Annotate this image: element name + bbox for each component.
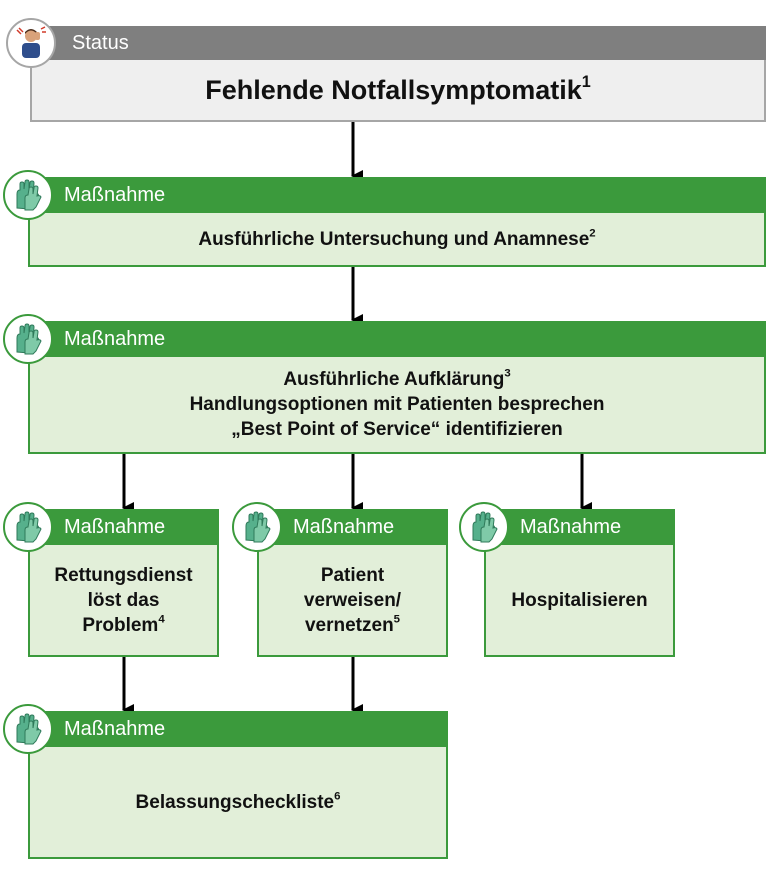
measure-line: Ausführliche Untersuchung und Anamnese	[198, 228, 590, 250]
gloves-icon	[3, 704, 53, 754]
measure-text: Patient verweisen/ vernetzen5	[257, 545, 448, 657]
gloves-icon	[232, 502, 282, 552]
measure-header: Maßnahme	[257, 509, 448, 545]
footnote: 5	[393, 612, 401, 625]
measure-line: Hospitalisieren	[511, 589, 648, 611]
measure-line: Patient	[320, 564, 385, 586]
measure-text: Belassungscheckliste6	[28, 747, 448, 859]
footnote: 1	[581, 72, 591, 91]
gloves-icon	[459, 502, 509, 552]
measure-header: Maßnahme	[28, 177, 766, 213]
footnote: 3	[504, 367, 511, 380]
measure-header: Maßnahme	[28, 509, 219, 545]
measure-box-6: Maßnahme Belassungscheckliste6	[28, 711, 448, 859]
measure-line: vernetzen	[304, 614, 394, 636]
measure-line: löst das	[87, 589, 160, 611]
measure-header: Maßnahme	[484, 509, 675, 545]
measure-header: Maßnahme	[28, 711, 448, 747]
measure-line: Belassungscheckliste	[135, 791, 335, 813]
status-title: Fehlende Notfallsymptomatik1	[30, 60, 766, 122]
measure-text: Ausführliche Aufklärung3 Handlungsoption…	[28, 357, 766, 454]
measure-line: „Best Point of Service“ identifizieren	[231, 419, 563, 440]
measure-text: Rettungsdienst löst das Problem4	[28, 545, 219, 657]
person-headache-icon	[6, 18, 56, 68]
status-header: Status	[30, 26, 766, 60]
footnote: 6	[334, 789, 341, 802]
measure-box-4: Maßnahme Patient verweisen/ vernetzen5	[257, 509, 448, 657]
measure-text: Ausführliche Untersuchung und Anamnese2	[28, 213, 766, 267]
measure-box-2: Maßnahme Ausführliche Aufklärung3 Handlu…	[28, 321, 766, 454]
footnote: 4	[158, 612, 165, 625]
measure-line: Handlungsoptionen mit Patienten besprech…	[189, 394, 605, 415]
gloves-icon	[3, 170, 53, 220]
measure-line: Problem	[82, 614, 159, 636]
measure-box-5: Maßnahme Hospitalisieren	[484, 509, 675, 657]
measure-line: Rettungsdienst	[54, 564, 193, 586]
measure-box-1: Maßnahme Ausführliche Untersuchung und A…	[28, 177, 766, 267]
measure-line: Ausführliche Aufklärung	[283, 369, 505, 390]
measure-text: Hospitalisieren	[484, 545, 675, 657]
status-title-text: Fehlende Notfallsymptomatik	[205, 74, 582, 105]
measure-line: verweisen/	[303, 589, 402, 611]
status-box: Status Fehlende Notfallsymptomatik1	[30, 26, 766, 122]
gloves-icon	[3, 314, 53, 364]
gloves-icon	[3, 502, 53, 552]
measure-header: Maßnahme	[28, 321, 766, 357]
measure-box-3: Maßnahme Rettungsdienst löst das Problem…	[28, 509, 219, 657]
footnote: 2	[589, 226, 596, 239]
